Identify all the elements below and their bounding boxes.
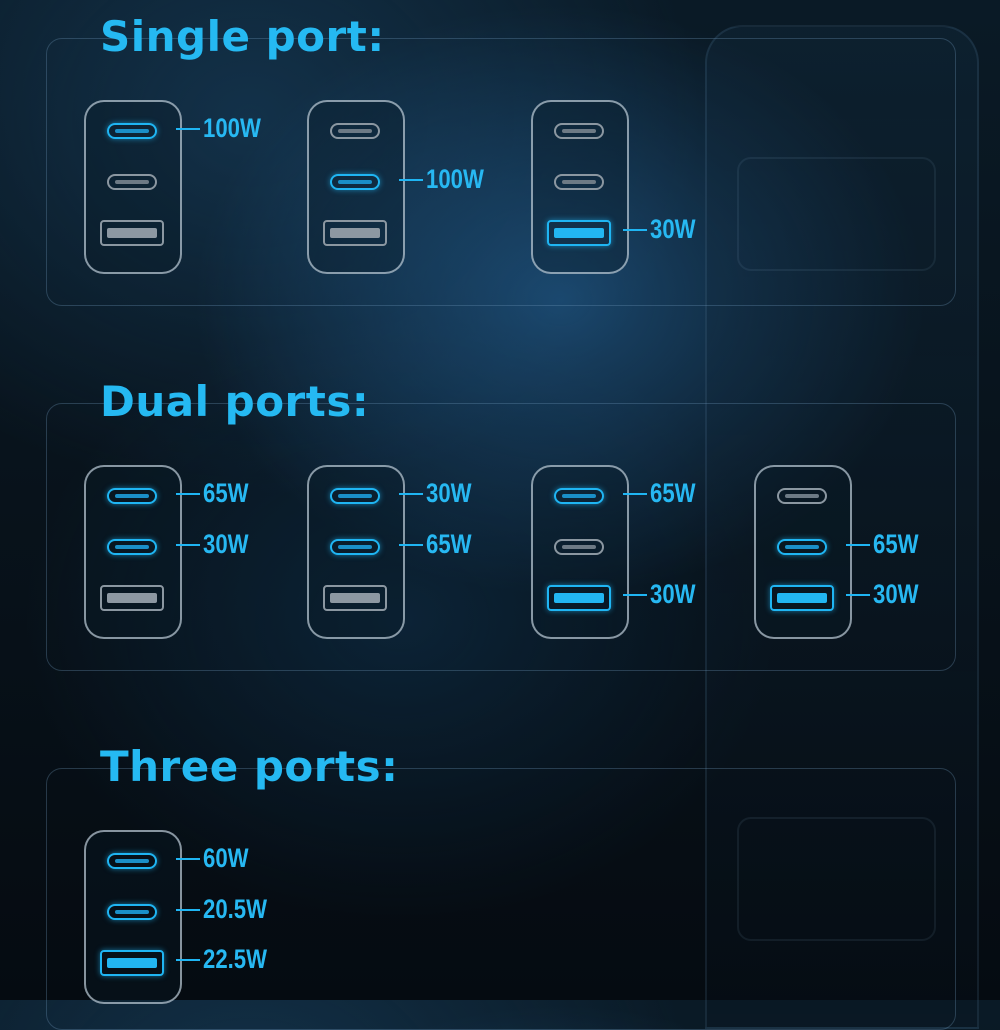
charger-icon [531, 465, 629, 639]
charger-icon [531, 100, 629, 274]
connector-line [176, 493, 200, 495]
usb-c-port-2-icon [330, 174, 380, 190]
connector-line [176, 858, 200, 860]
usb-c-port-1-icon [107, 853, 157, 869]
connector-line [176, 909, 200, 911]
ghost-port-icon [737, 157, 936, 271]
usb-a-port-icon [547, 585, 611, 611]
usb-c-port-1-icon [107, 488, 157, 504]
connector-line [623, 493, 647, 495]
wattage-label: 65W [873, 529, 919, 559]
ghost-port-icon [737, 817, 936, 941]
wattage-label: 100W [426, 164, 484, 194]
charger-icon [84, 100, 182, 274]
single-port-panel [46, 38, 956, 306]
title-border-gap [78, 34, 413, 42]
usb-a-port-icon [100, 585, 164, 611]
usb-a-port-icon [100, 950, 164, 976]
usb-a-port-icon [323, 585, 387, 611]
usb-c-port-1-icon [330, 488, 380, 504]
usb-c-port-2-icon [107, 539, 157, 555]
wattage-label: 30W [650, 214, 696, 244]
wattage-label: 60W [203, 843, 249, 873]
connector-line [399, 544, 423, 546]
connector-line [399, 493, 423, 495]
usb-a-port-icon [770, 585, 834, 611]
title-border-gap [78, 764, 426, 772]
title-border-gap [78, 399, 397, 407]
wattage-label: 100W [203, 113, 261, 143]
wattage-label: 30W [203, 529, 249, 559]
connector-line [846, 594, 870, 596]
connector-line [399, 179, 423, 181]
usb-c-port-2-icon [777, 539, 827, 555]
usb-a-port-icon [323, 220, 387, 246]
connector-line [176, 128, 200, 130]
connector-line [176, 959, 200, 961]
usb-c-port-1-icon [554, 488, 604, 504]
charger-icon [754, 465, 852, 639]
dual-ports-panel [46, 403, 956, 671]
usb-c-port-1-icon [330, 123, 380, 139]
charger-icon [84, 830, 182, 1004]
wattage-label: 30W [426, 478, 472, 508]
charger-icon [307, 465, 405, 639]
wattage-label: 65W [426, 529, 472, 559]
usb-c-port-2-icon [554, 539, 604, 555]
usb-c-port-2-icon [330, 539, 380, 555]
connector-line [176, 544, 200, 546]
section-title-three: Three ports: [100, 742, 399, 791]
usb-c-port-2-icon [107, 904, 157, 920]
wattage-label: 20.5W [203, 894, 267, 924]
charger-icon [84, 465, 182, 639]
wattage-label: 65W [650, 478, 696, 508]
usb-a-port-icon [547, 220, 611, 246]
wattage-label: 65W [203, 478, 249, 508]
three-ports-panel [46, 768, 956, 1030]
section-title-single: Single port: [100, 12, 385, 61]
wattage-label: 22.5W [203, 944, 267, 974]
connector-line [623, 229, 647, 231]
charger-icon [307, 100, 405, 274]
section-title-dual: Dual ports: [100, 377, 370, 426]
wattage-label: 30W [873, 579, 919, 609]
usb-c-port-2-icon [554, 174, 604, 190]
usb-c-port-2-icon [107, 174, 157, 190]
usb-a-port-icon [100, 220, 164, 246]
connector-line [846, 544, 870, 546]
connector-line [623, 594, 647, 596]
usb-c-port-1-icon [777, 488, 827, 504]
usb-c-port-1-icon [554, 123, 604, 139]
background-charger-silhouette [705, 25, 979, 1029]
usb-c-port-1-icon [107, 123, 157, 139]
wattage-label: 30W [650, 579, 696, 609]
